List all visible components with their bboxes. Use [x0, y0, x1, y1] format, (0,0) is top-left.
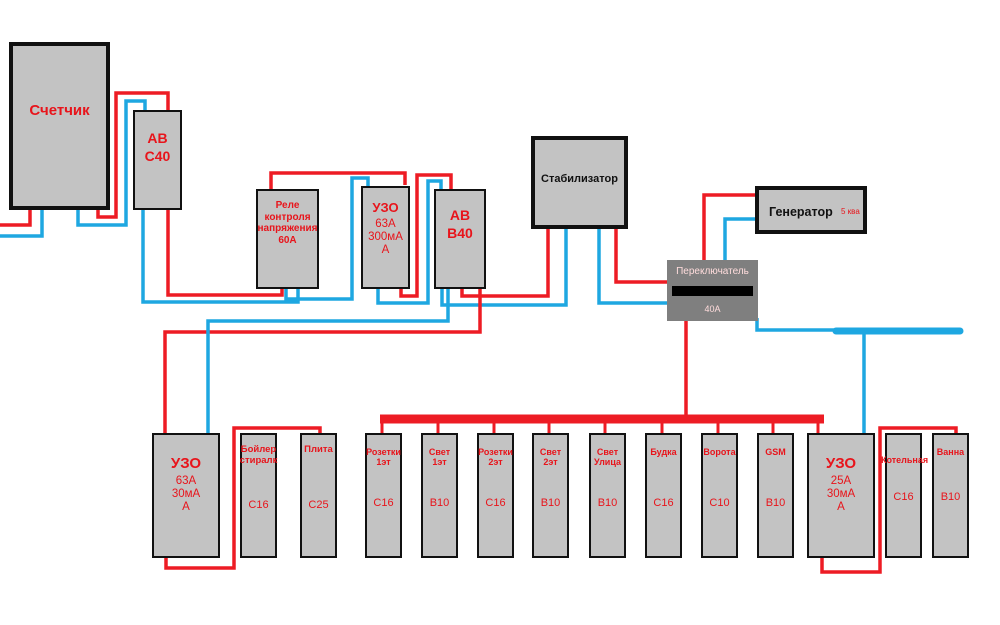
switch-to-neutral-bus: [755, 318, 836, 332]
rcd-right: УЗО 25А 30мА А: [807, 433, 875, 558]
right-rcd-loop: [820, 426, 958, 574]
rcd-right-title: УЗО: [825, 455, 857, 472]
main-breaker-c40: АВ С40: [133, 110, 182, 210]
group-breaker-name: Розетки 1эт: [366, 447, 401, 468]
group-breaker-name: Розетки 2эт: [478, 447, 513, 468]
group-breaker-name: Свет 2эт: [539, 447, 562, 468]
generator-to-switch-neutral: [723, 217, 757, 260]
generator-to-switch-phase: [702, 193, 757, 260]
rcd-300ma-title: УЗО: [372, 200, 399, 215]
group-breaker-rating: В10: [597, 497, 618, 509]
voltage-relay-label: Реле контроля напряжения 60А: [257, 200, 318, 246]
rcd-to-av-neutral: [376, 179, 443, 305]
relay-to-rcd-neutral: [284, 176, 370, 301]
breaker-boiler-name: Бойлер стиралк: [239, 444, 278, 466]
stabilizer-to-switch-phase: [614, 229, 667, 284]
group-breaker-rating: В10: [765, 497, 786, 509]
av-to-relay-phase: [166, 208, 284, 297]
meter-label: Счетчик: [29, 102, 90, 119]
meter-to-av-neutral: [76, 99, 147, 227]
group-breaker: GSM В10: [757, 433, 794, 558]
generator: Генератор 5 ква: [755, 186, 867, 234]
group-breaker-rating: В10: [540, 497, 561, 509]
incoming-neutral-wire: [0, 208, 44, 238]
generator-label: Генератор: [769, 205, 833, 219]
breaker-b40: АВ В40: [434, 189, 486, 289]
relay-to-rcd-phase: [269, 171, 407, 189]
rcd-left-spec: 63А 30мА А: [171, 475, 201, 514]
meter-to-av-phase: [96, 91, 170, 219]
av-to-relay-neutral: [141, 208, 300, 304]
breaker-bath-rating: В10: [940, 491, 961, 503]
transfer-switch-rating: 40А: [704, 304, 721, 314]
rcd-right-spec: 25А 30мА А: [826, 475, 856, 514]
breaker-boiler: Бойлер стиралк С16: [240, 433, 277, 558]
stabilizer-to-switch-neutral: [597, 229, 667, 305]
breaker-bath-name: Ванна: [936, 447, 965, 457]
busbar-drops: [380, 419, 820, 434]
breaker-stove: Плита С25: [300, 433, 337, 558]
main-breaker-type: АВ: [147, 130, 168, 146]
breaker-boiler-room: Котельная С16: [881, 433, 928, 558]
transfer-switch: Переключатель 40А: [667, 260, 758, 321]
group-breaker-rating: С16: [485, 497, 506, 509]
breaker-b40-rating: В40: [447, 225, 473, 241]
group-breaker-name: Свет Улица: [594, 447, 621, 468]
rcd-300ma: УЗО 63А 300мА А: [361, 186, 410, 289]
transfer-switch-label: Переключатель: [676, 266, 749, 277]
generator-power: 5 ква: [841, 207, 860, 216]
group-breaker-name: Будка: [650, 447, 677, 457]
voltage-relay: Реле контроля напряжения 60А: [256, 189, 319, 289]
av-to-stabilizer-phase: [460, 229, 550, 298]
group-breaker-rating: С16: [373, 497, 394, 509]
breaker-boiler-room-name: Котельная: [881, 455, 929, 465]
group-breaker-rating: С16: [653, 497, 674, 509]
electric-meter: Счетчик: [9, 42, 110, 210]
group-breaker-rating: С10: [709, 497, 730, 509]
breaker-stove-name: Плита: [304, 444, 333, 455]
rcd-to-av-phase: [399, 173, 453, 298]
breaker-bath: Ванна В10: [932, 433, 969, 558]
group-breaker-name: GSM: [765, 447, 786, 457]
group-breaker-name: Свет 1эт: [428, 447, 451, 468]
rcd-left: УЗО 63А 30мА А: [152, 433, 220, 558]
av-to-left-rcd-phase: [163, 288, 482, 433]
transfer-switch-handle: [672, 286, 753, 296]
rcd-300ma-spec: 63А 300мА А: [368, 218, 403, 257]
av-to-stabilizer-neutral: [440, 229, 568, 307]
stabilizer-label: Стабилизатор: [541, 173, 618, 185]
group-breaker-rating: В10: [429, 497, 450, 509]
breaker-b40-type: АВ: [449, 207, 471, 223]
breaker-boiler-rating: С16: [248, 499, 269, 511]
rcd-left-title: УЗО: [170, 455, 202, 472]
stabilizer: Стабилизатор: [531, 136, 628, 229]
breaker-stove-rating: С25: [308, 499, 329, 511]
group-breaker-name: Ворота: [703, 447, 736, 457]
main-breaker-rating: С40: [144, 148, 171, 164]
incoming-phase-wire: [0, 208, 32, 227]
left-rcd-loop: [164, 426, 322, 570]
breaker-boiler-room-rating: С16: [893, 491, 914, 503]
av-to-left-rcd-neutral: [206, 288, 450, 433]
